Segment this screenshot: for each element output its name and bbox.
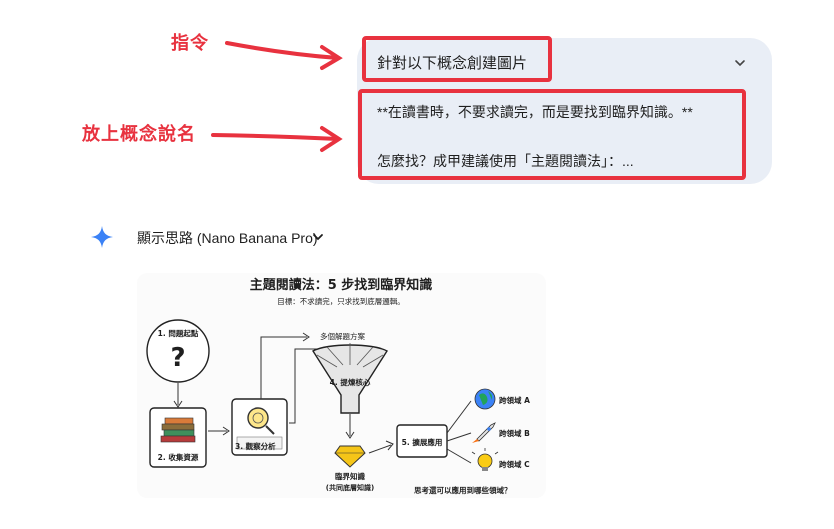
concept-highlight-box [358,89,746,180]
annotation-arrows [211,41,343,152]
infographic-canvas: 主題閱讀法：5 步找到臨界知識 目標：不求讀完，只求找到底層邏輯。 1. 問題起… [146,277,530,495]
domain-b-label: 跨領域 B [499,428,530,438]
domain-a-label: 跨領域 A [499,395,530,405]
chevron-down-icon[interactable] [311,230,325,244]
solutions-label: 多個解題方案 [320,331,365,341]
prompt-line-1: **在讀書時，不要求讀完，而是要找到臨界知識。** [377,104,693,120]
concept-annotation-label: 放上概念說名 [82,124,196,144]
prompt-title: 針對以下概念創建圖片 [377,55,528,72]
magnifier-icon [236,407,283,450]
diamond-icon [334,445,366,468]
infographic-subtitle: 目標：不求讀完，只求找到底層邏輯。 [277,296,405,306]
instruction-arrow [225,41,343,70]
prompt-bubble[interactable] [357,38,772,184]
globe-icon [474,388,496,410]
result-line-2: (共同底層知識) [326,483,374,492]
funnel-icon [312,343,388,414]
question-footer: 思考還可以應用到哪些領域？ [414,485,512,495]
step5-label: 5. 擴展應用 [402,437,443,447]
domain-c-label: 跨領域 C [499,459,530,469]
infographic-title: 主題閱讀法：5 步找到臨界知識 [250,277,433,293]
bulb-icon [471,448,499,471]
instruction-highlight-box [362,36,552,82]
step3-node: 3. 觀察分析 [231,398,288,456]
step3-label: 3. 觀察分析 [235,441,276,451]
step2-label: 2. 收集資源 [158,452,199,462]
chevron-down-icon[interactable] [733,56,747,70]
concept-arrow [211,126,343,152]
step4-label: 4. 提煉核心 [330,377,371,387]
result-line-1: 臨界知識 [335,471,365,481]
step1-node: 1. 問題起點 ? [146,319,210,383]
prompt-line-2: 怎麼找？成甲建議使用「主題閱讀法」：... [377,153,634,169]
rocket-icon [472,422,496,443]
instruction-annotation-label: 指令 [171,33,209,53]
step5-node: 5. 擴展應用 [396,424,448,458]
show-thinking-toggle[interactable]: 顯示思路 (Nano Banana Pro) [137,230,318,246]
step1-label: 1. 問題起點 [158,328,199,338]
books-icon [160,417,196,443]
step2-node: 2. 收集資源 [149,407,207,468]
gemini-spark-icon [91,226,113,248]
question-icon: ? [170,343,185,373]
generated-infographic[interactable]: 主題閱讀法：5 步找到臨界知識 目標：不求讀完，只求找到底層邏輯。 1. 問題起… [137,273,546,498]
